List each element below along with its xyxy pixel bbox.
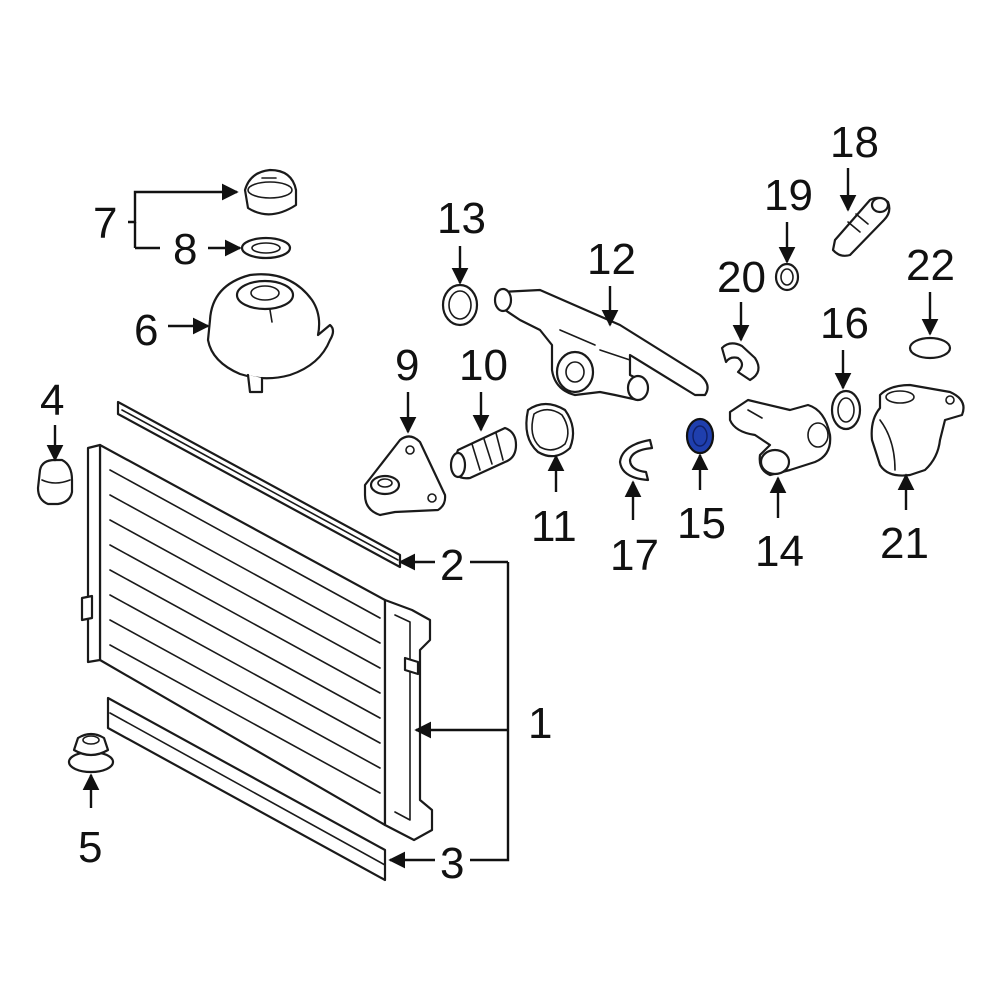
seal-15-drawing[interactable] (685, 417, 715, 455)
lower-mount-drawing[interactable] (67, 732, 115, 774)
o-ring-19-drawing[interactable] (774, 262, 800, 292)
callout-15[interactable]: 15 (677, 499, 726, 548)
reservoir-cap-drawing[interactable] (243, 168, 298, 216)
callout-22[interactable]: 22 (906, 241, 955, 290)
callout-8[interactable]: 8 (173, 225, 197, 274)
retaining-clip-drawing[interactable] (618, 438, 654, 482)
callout-2[interactable]: 2 (440, 541, 464, 590)
o-ring-22-drawing[interactable] (908, 336, 952, 360)
callout-10[interactable]: 10 (459, 341, 508, 390)
callout-9[interactable]: 9 (395, 341, 419, 390)
coolant-outlet-drawing[interactable] (870, 383, 965, 477)
sensor-clip-drawing[interactable] (720, 342, 760, 382)
radiator-drawing[interactable] (80, 443, 434, 842)
callout-14[interactable]: 14 (755, 527, 804, 576)
upper-mount-drawing[interactable] (36, 458, 74, 506)
lower-seal-strip-drawing[interactable] (106, 696, 387, 882)
callout-12[interactable]: 12 (587, 235, 636, 284)
callout-13[interactable]: 13 (437, 194, 486, 243)
callout-7[interactable]: 7 (93, 199, 117, 248)
coolant-connector-drawing[interactable] (728, 398, 832, 477)
callout-labels: 1 2 3 4 5 6 7 8 9 10 11 12 13 14 15 16 1… (40, 118, 955, 888)
expansion-tank-drawing[interactable] (206, 273, 335, 394)
callout-6[interactable]: 6 (134, 306, 158, 355)
o-ring-13-drawing[interactable] (441, 283, 479, 327)
thermostat-drawing[interactable] (449, 426, 518, 480)
cap-seal-drawing[interactable] (240, 236, 292, 260)
callout-18[interactable]: 18 (830, 118, 879, 167)
leader-lines (46, 168, 939, 869)
callout-3[interactable]: 3 (440, 839, 464, 888)
leader-bracket-1-2-3 (470, 562, 510, 862)
thermostat-housing-drawing[interactable] (493, 287, 709, 402)
coolant-flange-drawing[interactable] (363, 435, 447, 517)
callout-20[interactable]: 20 (717, 253, 766, 302)
callout-5[interactable]: 5 (78, 823, 102, 872)
callout-16[interactable]: 16 (820, 299, 869, 348)
callout-21[interactable]: 21 (880, 519, 929, 568)
leader-7 (128, 183, 239, 224)
callout-4[interactable]: 4 (40, 376, 64, 425)
o-ring-16-drawing[interactable] (830, 389, 862, 431)
callout-11[interactable]: 11 (531, 502, 577, 551)
housing-gasket-drawing[interactable] (525, 402, 575, 458)
callout-19[interactable]: 19 (764, 171, 813, 220)
callout-17[interactable]: 17 (610, 531, 659, 580)
temperature-sensor-drawing[interactable] (831, 196, 891, 257)
callout-1[interactable]: 1 (528, 699, 552, 748)
